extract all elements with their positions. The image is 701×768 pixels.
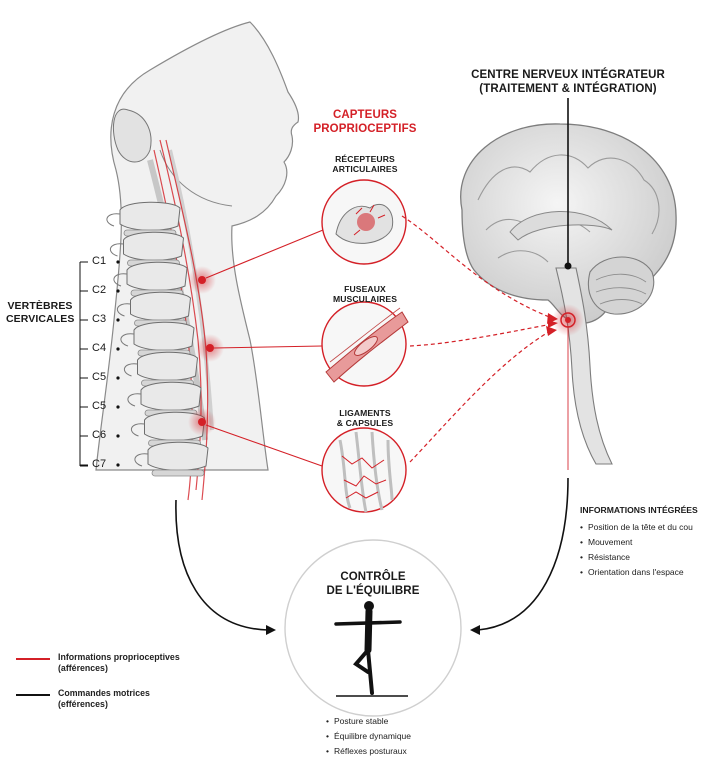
capteur-label-articulaires: RÉCEPTEURS ARTICULAIRES xyxy=(332,154,398,174)
vertebra-label-8: C7 xyxy=(92,458,107,470)
capteurs-title: CAPTEURS PROPRIOCEPTIFS xyxy=(313,109,417,135)
vertebra-label-1: C1 xyxy=(92,255,107,267)
receptor-connectors xyxy=(205,229,324,467)
list-item: Orientation dans l'espace xyxy=(580,565,693,580)
vertebrae-bracket xyxy=(79,261,88,467)
list-item: Équilibre dynamique xyxy=(326,729,411,744)
vertebra-body xyxy=(133,321,195,351)
vertebra-body xyxy=(140,381,202,411)
vertebra-body xyxy=(137,351,199,381)
vertebra-label-6: C5 xyxy=(92,400,107,412)
list-item: Posture stable xyxy=(326,714,411,729)
efferent-arrows xyxy=(175,477,569,631)
vertebra-label-4: C4 xyxy=(92,342,107,354)
vertebra-pointer-dot xyxy=(116,434,120,438)
centre-title: CENTRE NERVEUX INTÉGRATEUR (TRAITEMENT &… xyxy=(471,69,665,95)
vertebra-body xyxy=(119,201,181,231)
vertebra-process xyxy=(120,333,135,347)
legend-label-afferent: Informations proprioceptives (afférences… xyxy=(58,652,180,673)
vertebra-process xyxy=(130,423,145,437)
vertebra-pointer-dot xyxy=(116,405,120,409)
vertebra-body xyxy=(123,231,185,261)
vertebra-pointer-dot xyxy=(116,347,120,351)
legend-swatch-efferent xyxy=(16,694,50,696)
vertebra-label-7: C6 xyxy=(92,429,107,441)
receptor-points xyxy=(188,266,224,436)
vertebra-process xyxy=(113,273,128,287)
list-item: Position de la tête et du cou xyxy=(580,520,693,535)
controle-title: CONTRÔLE DE L'ÉQUILIBRE xyxy=(326,571,420,597)
informations-title: INFORMATIONS INTÉGRÉES xyxy=(580,505,698,515)
vertebra-pointer-dot xyxy=(116,376,120,380)
controle-list: Posture stable Équilibre dynamique Réfle… xyxy=(326,714,411,759)
capteur-label-ligaments: LIGAMENTS & CAPSULES xyxy=(336,408,394,428)
capteur-label-fuseaux: FUSEAUX MUSCULAIRES xyxy=(332,284,398,304)
detail-circle-articulaires xyxy=(321,179,407,265)
vertebra-pointer-dot xyxy=(116,318,120,322)
vertebra-body xyxy=(130,291,192,321)
vertebra-process xyxy=(109,243,124,257)
vertebra-label-2: C2 xyxy=(92,284,107,296)
list-item: Résistance xyxy=(580,550,693,565)
list-item: Réflexes posturaux xyxy=(326,744,411,759)
intervertebral-disc xyxy=(151,469,205,477)
vertebra-pointer-dot xyxy=(116,260,120,264)
vertebres-title: VERTÈBRES CERVICALES xyxy=(6,300,75,325)
vertebra-process xyxy=(106,213,121,227)
vertebra-pointer-dot xyxy=(116,289,120,293)
equilibrium-circle xyxy=(284,539,462,717)
afferent-arrows xyxy=(401,215,553,463)
balancing-figure xyxy=(334,601,402,695)
legend-label-efferent: Commandes motrices (efférences) xyxy=(58,688,150,709)
detail-circle-fuseaux xyxy=(321,301,409,387)
vertebra-body xyxy=(147,441,209,471)
vertebra-pointer-dot xyxy=(116,463,120,467)
vertebra-process xyxy=(116,303,131,317)
legend-swatch-afferent xyxy=(16,658,50,660)
list-item: Mouvement xyxy=(580,535,693,550)
vertebra-process xyxy=(134,453,149,467)
vertebra-body xyxy=(126,261,188,291)
vertebra-process xyxy=(127,393,142,407)
vertebra-label-5: C5 xyxy=(92,371,107,383)
vertebra-label-3: C3 xyxy=(92,313,107,325)
informations-list: Position de la tête et du cou Mouvement … xyxy=(580,520,693,580)
detail-circle-ligaments xyxy=(321,427,407,513)
vertebra-process xyxy=(123,363,138,377)
